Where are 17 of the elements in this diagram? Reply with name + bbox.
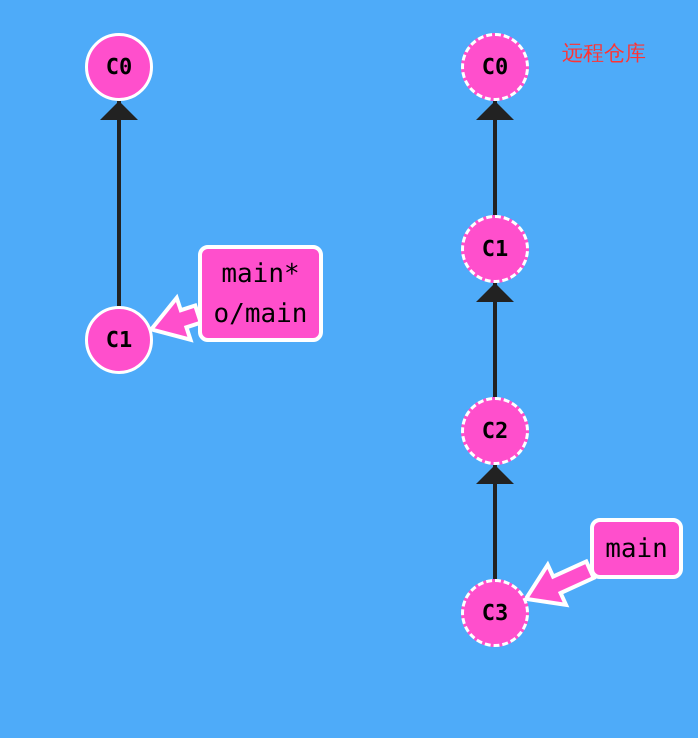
commit-id: C0 <box>106 54 132 82</box>
parent-arrow <box>476 101 514 215</box>
commit-id: C0 <box>482 54 508 82</box>
commit-id: C1 <box>106 326 132 354</box>
branch-label <box>198 245 323 342</box>
parent-arrow <box>476 465 514 579</box>
branch-label <box>590 518 683 579</box>
commit-id: C2 <box>482 418 508 446</box>
branch-pointer-arrow <box>522 558 596 608</box>
remote-repo-label: 远程仓库 <box>562 40 646 67</box>
branch-name: main <box>605 532 668 566</box>
parent-arrow <box>100 101 138 306</box>
commit-id: C1 <box>482 236 508 264</box>
commit-id: C3 <box>482 600 508 628</box>
branch-name: o/main <box>214 298 308 330</box>
branch-name: main* <box>221 258 300 290</box>
parent-arrow <box>476 283 514 397</box>
